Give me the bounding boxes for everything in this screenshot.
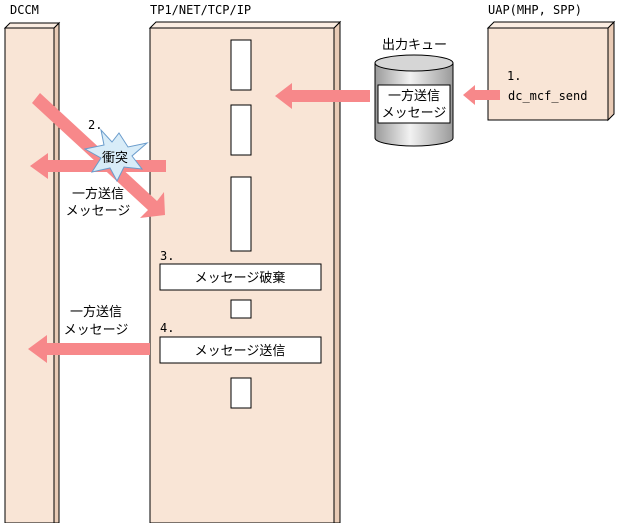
send-message-label: メッセージ送信	[195, 344, 286, 359]
step-3-number: 3.	[160, 249, 174, 263]
buffer-slot	[230, 299, 252, 319]
dccm-column-top	[3, 22, 61, 29]
buffer-slot	[230, 176, 252, 252]
queue-message-box	[377, 84, 451, 124]
step-2-message-line2: メッセージ	[66, 204, 131, 219]
buffer-slot	[230, 39, 252, 91]
discard-message-box	[159, 263, 322, 291]
dccm-column-side	[53, 21, 60, 523]
step-4-message-line1: 一方送信	[70, 304, 122, 320]
queue-to-tp1-arrow	[275, 83, 370, 109]
uap-to-queue-arrow	[463, 85, 500, 105]
queue-title: 出力キュー	[382, 38, 447, 53]
send-message-box	[159, 336, 322, 364]
step-4-number: 4.	[160, 321, 174, 335]
send-left-arrow	[28, 335, 150, 363]
tp1-column-top	[148, 21, 342, 29]
discard-message-label: メッセージ破棄	[195, 271, 286, 286]
dccm-label: DCCM	[10, 3, 39, 17]
step-4-message-line2: メッセージ	[64, 323, 129, 338]
step-1-call: dc_mcf_send	[508, 89, 587, 103]
uap-label: UAP(MHP, SPP)	[488, 3, 582, 17]
step-1-number: 1.	[507, 69, 521, 83]
uap-box-side	[607, 20, 615, 122]
collision-burst	[83, 128, 149, 183]
buffer-slot	[230, 104, 252, 156]
step-2-message-line1: 一方送信	[72, 186, 124, 202]
queue-message-line1: 一方送信	[388, 88, 440, 104]
queue-cylinder-top	[374, 54, 454, 72]
collision-label: 衝突	[102, 150, 128, 166]
queue-message-line2: メッセージ	[382, 106, 447, 121]
uap-box	[487, 27, 609, 121]
buffer-slot	[230, 377, 252, 409]
step-2-number: 2.	[88, 118, 102, 132]
tp1-label: TP1/NET/TCP/IP	[150, 3, 251, 17]
uap-box-top	[486, 21, 616, 29]
